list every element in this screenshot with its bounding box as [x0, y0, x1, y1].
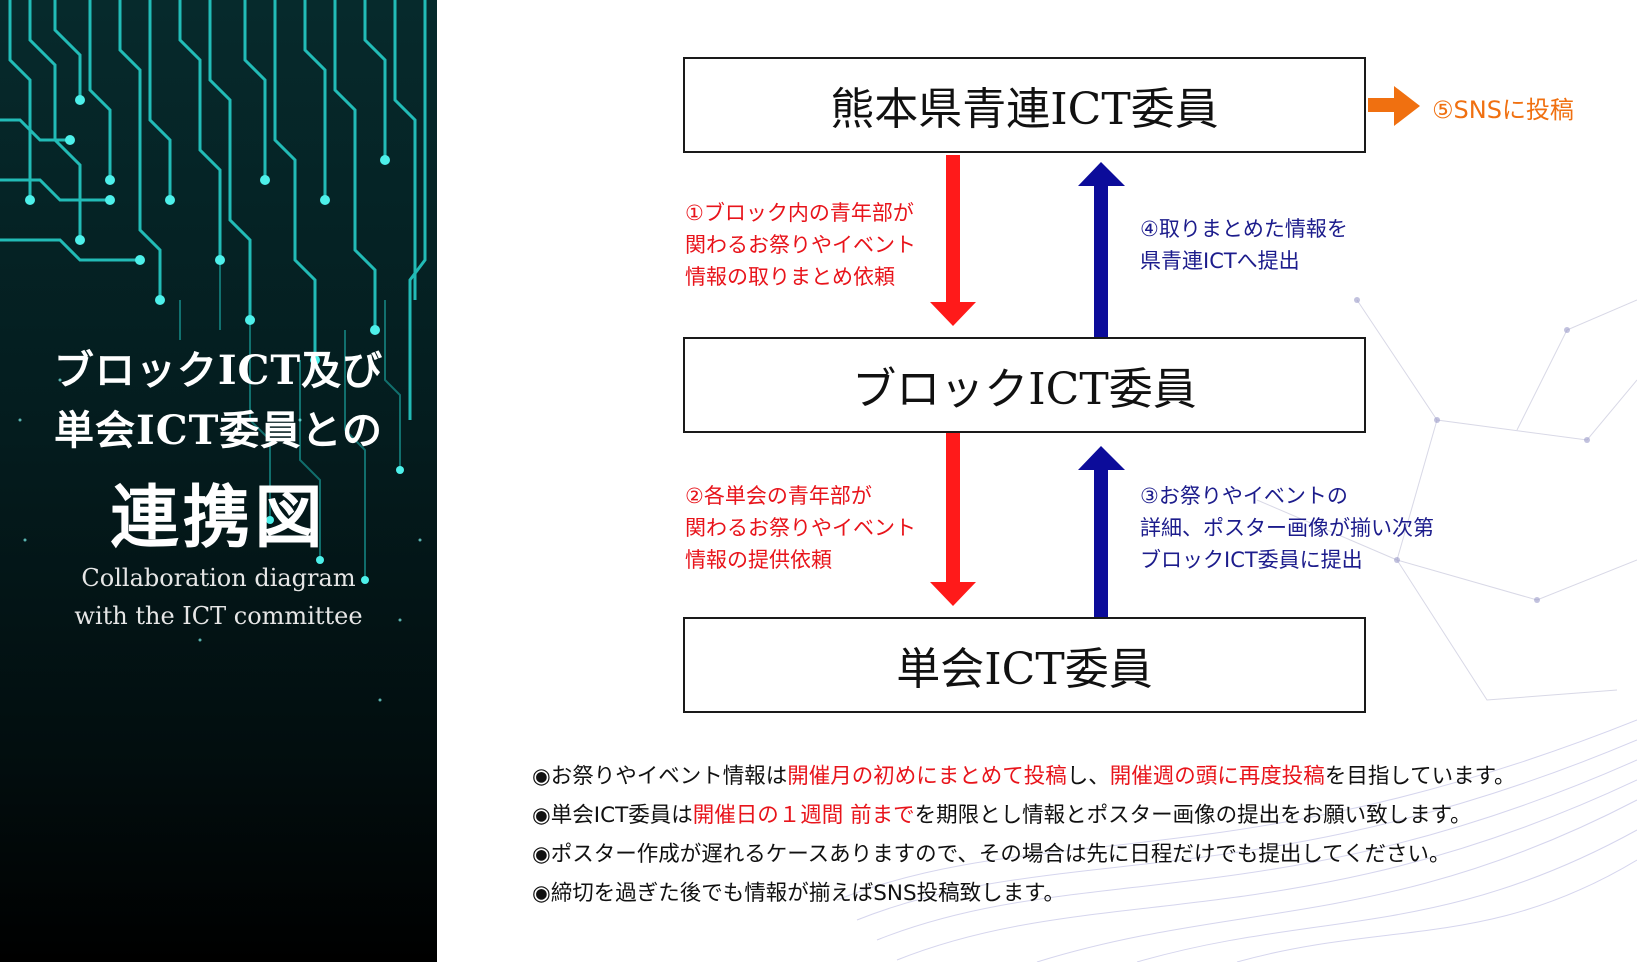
title-line-2: 単会ICT委員との: [54, 407, 383, 454]
prefecture-ict-box: 熊本県青連ICT委員: [683, 57, 1366, 153]
sns-post-label: ⑤SNSに投稿: [1432, 96, 1574, 124]
step-1-line: ①ブロック内の青年部が: [685, 201, 914, 225]
circuit-board-decoration: [0, 0, 427, 702]
title-panel: ブロックICT及び 単会ICT委員との 連携図 Collaboration di…: [0, 0, 437, 962]
block-ict-box: ブロックICT委員: [683, 337, 1366, 433]
step-4-line: 県青連ICTへ提出: [1140, 249, 1300, 273]
note-item-3: ◉ポスター作成が遅れるケースありますので、その場合は先に日程だけでも提出してくだ…: [532, 842, 1451, 867]
step-1-note: ①ブロック内の青年部が 関わるお祭りやイベント 情報の取りまとめ依頼: [685, 197, 916, 293]
note-item-2: ◉単会ICT委員は開催日の１週間 前までを期限とし情報とポスター画像の提出をお願…: [532, 803, 1472, 828]
step-2-line: 情報の提供依頼: [685, 548, 832, 572]
step-2-note: ②各単会の青年部が 関わるお祭りやイベント 情報の提供依頼: [685, 480, 916, 576]
unit-ict-box: 単会ICT委員: [683, 617, 1366, 713]
step-4-line: ④取りまとめた情報を: [1140, 217, 1348, 241]
step-1-line: 情報の取りまとめ依頼: [685, 265, 895, 289]
step-2-line: 関わるお祭りやイベント: [685, 516, 916, 540]
step-3-line: 詳細、ポスター画像が揃い次第: [1140, 516, 1434, 540]
step-1-line: 関わるお祭りやイベント: [685, 233, 916, 257]
title-main: 連携図: [110, 478, 327, 558]
title-line-1: ブロックICT及び: [53, 347, 384, 394]
network-background-decoration: [836, 297, 1637, 962]
down-arrow-1: [930, 155, 976, 326]
up-arrow-1: [1078, 162, 1125, 337]
down-arrow-2: [930, 433, 976, 606]
step-3-line: ブロックICT委員に提出: [1140, 548, 1363, 572]
step-4-note: ④取りまとめた情報を 県青連ICTへ提出: [1140, 213, 1348, 277]
notes-list: ◉お祭りやイベント情報は開催月の初めにまとめて投稿し、開催週の頭に再度投稿を目指…: [532, 757, 1516, 913]
sns-arrow: [1368, 86, 1420, 126]
subtitle-en-2: with the ICT committee: [74, 602, 363, 630]
note-item-1: ◉お祭りやイベント情報は開催月の初めにまとめて投稿し、開催週の頭に再度投稿を目指…: [532, 764, 1516, 789]
step-3-line: ③お祭りやイベントの: [1140, 484, 1348, 508]
note-item-4: ◉締切を過ぎた後でも情報が揃えばSNS投稿致します。: [532, 881, 1065, 906]
subtitle-en-1: Collaboration diagram: [81, 564, 356, 592]
step-2-line: ②各単会の青年部が: [685, 484, 872, 508]
step-3-note: ③お祭りやイベントの 詳細、ポスター画像が揃い次第 ブロックICT委員に提出: [1140, 480, 1434, 576]
up-arrow-2: [1078, 446, 1125, 617]
